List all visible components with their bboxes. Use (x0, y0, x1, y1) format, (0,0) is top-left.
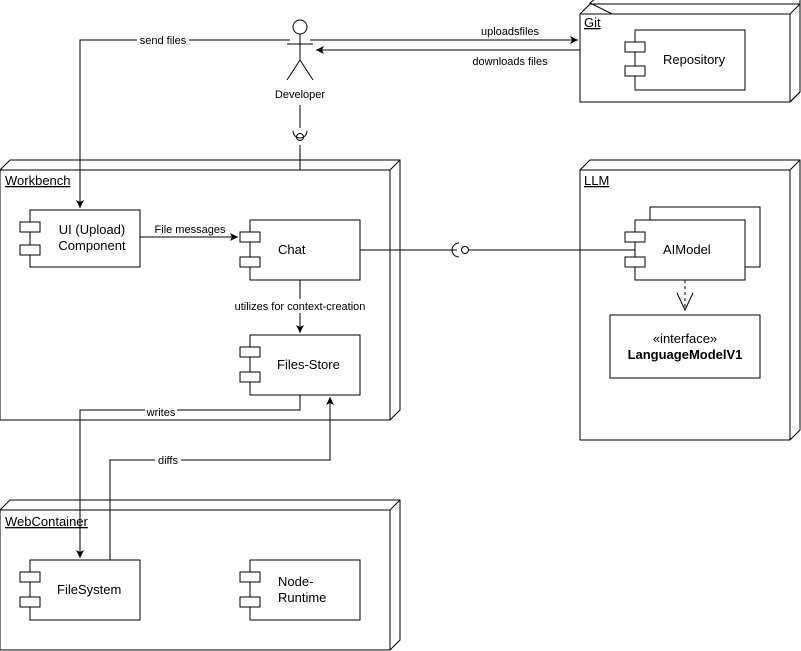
aimodel-label: AIModel (663, 242, 711, 257)
developer-actor: Developer (275, 19, 325, 101)
ui-upload-component: UI (Upload) Component (19, 209, 141, 268)
chat-component: Chat (239, 219, 361, 281)
edge-label-utilizes: utilizes for context-creation (235, 301, 366, 313)
interface-stereotype: «interface» (653, 331, 717, 346)
repository-component: Repository (624, 29, 746, 91)
edge-label-file-messages: File messages (155, 224, 226, 236)
node-runtime-label-line2: Runtime (278, 590, 326, 605)
edge-label-diffs: diffs (158, 455, 178, 467)
repository-label: Repository (663, 52, 726, 67)
node-runtime-component: Node- Runtime (239, 559, 361, 621)
edge-send-files: send files (76, 33, 290, 208)
files-store-label: Files-Store (277, 357, 340, 372)
edge-downloads-files: downloads files (316, 46, 580, 68)
edge-file-messages: File messages (140, 224, 238, 241)
webcontainer-node-title: WebContainer (5, 514, 89, 529)
llm-node-title: LLM (584, 173, 609, 188)
edge-writes: writes (76, 395, 301, 558)
node-runtime-label-line1: Node- (278, 574, 313, 589)
aimodel-component: AIModel (624, 206, 761, 281)
edge-label-send-files: send files (140, 35, 187, 47)
ui-upload-label-line1: UI (Upload) (59, 222, 125, 237)
developer-label: Developer (275, 89, 325, 101)
edge-chat-llm (360, 242, 635, 258)
edge-label-downloads-files: downloads files (472, 56, 548, 68)
git-node: Git (579, 0, 801, 103)
files-store-component: Files-Store (239, 334, 361, 396)
filesystem-component: FileSystem (19, 559, 141, 621)
edge-diffs: diffs (109, 397, 334, 560)
edge-utilizes: utilizes for context-creation (233, 280, 367, 333)
edge-label-uploads-files: uploadsfiles (481, 26, 540, 38)
workbench-node-title: Workbench (5, 173, 71, 188)
filesystem-label: FileSystem (57, 582, 121, 597)
edge-uploads-files: uploadsfiles (310, 26, 578, 44)
language-model-interface: «interface» LanguageModelV1 (609, 314, 761, 379)
git-node-title: Git (584, 15, 601, 30)
edge-label-writes: writes (146, 407, 176, 419)
ui-upload-label-line2: Component (58, 238, 126, 253)
chat-label: Chat (278, 242, 306, 257)
interface-name: LanguageModelV1 (628, 347, 743, 362)
realization-arrow (676, 280, 694, 312)
